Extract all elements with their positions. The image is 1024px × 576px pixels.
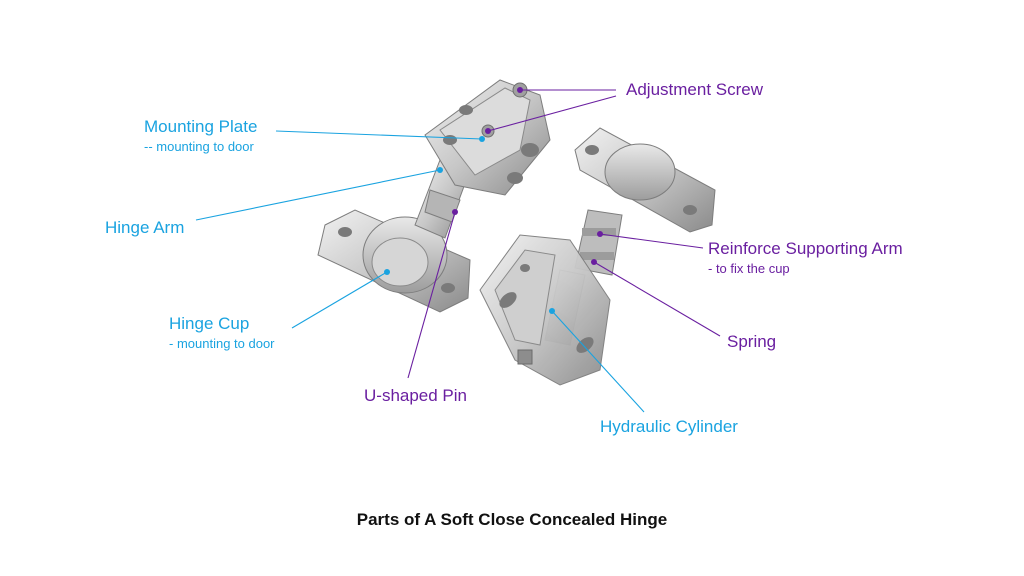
label-adjustment-screw: Adjustment Screw <box>626 80 763 99</box>
label-hinge-arm: Hinge Arm <box>105 218 185 237</box>
leader-hydraulic-cylinder <box>551 310 645 413</box>
label-reinforce-arm: Reinforce Supporting Arm <box>708 239 903 258</box>
leader-lines <box>195 89 721 413</box>
leader-hinge-arm <box>195 169 441 221</box>
leader-adjustment-screw-2 <box>487 95 617 132</box>
leader-u-shaped-pin <box>407 211 456 379</box>
label-mounting-plate: Mounting Plate <box>144 117 258 136</box>
leader-reinforce-arm <box>599 233 704 249</box>
label-hinge-cup-sub: - mounting to door <box>169 336 275 351</box>
leader-hinge-cup <box>291 271 388 329</box>
leader-mounting-plate <box>275 130 483 140</box>
leader-spring <box>593 261 721 337</box>
label-mounting-plate-sub: -- mounting to door <box>144 139 254 154</box>
label-reinforce-arm-sub: - to fix the cup <box>708 261 790 276</box>
diagram-caption: Parts of A Soft Close Concealed Hinge <box>356 510 668 529</box>
right-hinge-illustration <box>479 127 716 386</box>
label-u-shaped-pin: U-shaped Pin <box>364 386 468 405</box>
anchor-dots <box>384 87 603 314</box>
label-hinge-cup: Hinge Cup <box>169 314 250 333</box>
label-hydraulic-cylinder: Hydraulic Cylinder <box>600 417 738 436</box>
label-spring: Spring <box>727 332 777 351</box>
left-hinge-illustration <box>317 79 551 313</box>
